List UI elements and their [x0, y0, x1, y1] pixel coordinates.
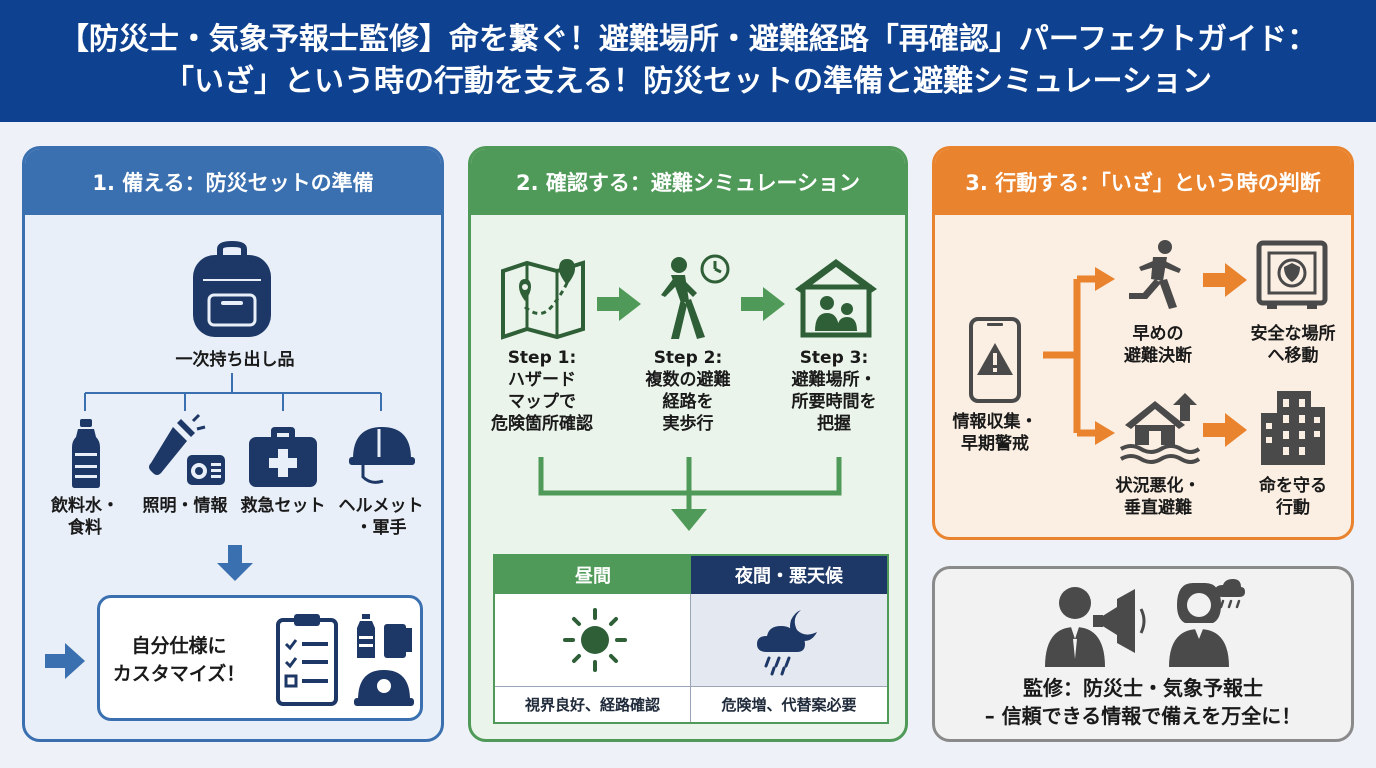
act-branch-connector [1043, 267, 1115, 445]
item-label-firstaid: 救急セット [240, 496, 326, 516]
walking-person-clock-icon [661, 254, 730, 339]
confirm-panel-title: 2. 確認する：避難シミュレーション [471, 149, 905, 215]
prepare-panel-title: 1. 備える：防災セットの準備 [25, 149, 441, 215]
night-note: 危険増、代替案必要 [691, 686, 887, 722]
prepare-panel: 1. 備える：防災セットの準備 一次持ち出し品 [22, 146, 444, 742]
supervision-panel: 監修：防災士・気象予報士 – 信頼できる情報で備えを万全に！ [932, 566, 1354, 742]
item-label-light: 照明・情報 [142, 496, 228, 516]
shelter-icon [795, 259, 877, 338]
item-label-water: 飲料水・ 食料 [51, 496, 119, 538]
act-arrow-top-icon [1203, 263, 1247, 297]
flashlight-radio-icon [149, 413, 225, 485]
small-helmet-icon [354, 670, 414, 706]
man-megaphone-icon [1045, 587, 1146, 667]
night-rain-icon [757, 610, 817, 676]
bottle-phone-icon [357, 614, 412, 658]
flood-house-icon [1119, 393, 1201, 464]
act-panel: 3. 行動する：「いざ」という時の判断 情報収集・ 早期警戒 早めの 避難決断 [932, 146, 1354, 540]
phone-warning-icon [969, 317, 1021, 403]
water-bottle-icon [72, 419, 100, 488]
checklist-clipboard-icon [276, 614, 338, 706]
running-person-icon [1129, 240, 1181, 309]
down-arrow-icon [217, 545, 253, 581]
safe-shield-icon [1256, 240, 1328, 309]
backpack-icon [193, 241, 271, 337]
backpack-label: 一次持ち出し品 [175, 350, 295, 370]
early-decision-label: 早めの 避難決断 [1124, 324, 1192, 366]
supervision-line-1: 監修：防災士・気象予報士 [1023, 676, 1263, 700]
act-arrow-bottom-icon [1203, 413, 1247, 447]
step-arrow-2-icon [741, 287, 785, 321]
item-label-helmet: ヘルメット ・軍手 [338, 496, 424, 538]
helmet-icon [349, 427, 415, 484]
steps-merge-connector [538, 457, 842, 531]
customize-box: 自分仕様に カスタマイズ！ [97, 595, 423, 721]
night-header: 夜間・悪天候 [691, 556, 887, 594]
step-2-label: Step 2: 複数の避難 経路を 実歩行 [645, 348, 731, 434]
info-gathering-label: 情報収集・ 早期警戒 [952, 412, 1038, 454]
vertical-evac-label: 状況悪化・ 垂直避難 [1115, 476, 1201, 518]
move-to-safety-label: 安全な場所 へ移動 [1250, 324, 1336, 366]
sun-icon [563, 608, 627, 672]
tall-building-icon [1261, 391, 1325, 465]
confirm-panel: 2. 確認する：避難シミュレーション St [468, 146, 908, 742]
page-header: 【防災士・気象予報士監修】命を繋ぐ！避難場所・避難経路「再確認」パーフェクトガイ… [0, 0, 1376, 122]
day-header: 昼間 [495, 556, 691, 594]
step-arrow-1-icon [597, 287, 641, 321]
act-panel-title: 3. 行動する：「いざ」という時の判断 [935, 149, 1351, 215]
step-3-label: Step 3: 避難場所・ 所要時間を 把握 [791, 348, 877, 434]
day-night-table: 昼間 夜間・悪天候 [493, 554, 889, 724]
supervision-line-2: – 信頼できる情報で備えを万全に！ [984, 704, 1302, 728]
page-title-line-2: 「いざ」という時の行動を支える！防災セットの準備と避難シミュレーション [164, 64, 1212, 99]
protect-life-label: 命を守る 行動 [1259, 476, 1327, 518]
first-aid-kit-icon [249, 427, 317, 487]
day-note: 視界良好、経路確認 [495, 686, 691, 722]
right-arrow-icon [45, 643, 85, 679]
woman-weather-icon [1169, 579, 1245, 667]
page-title-line-1: 【防災士・気象予報士監修】命を繋ぐ！避難場所・避難経路「再確認」パーフェクトガイ… [58, 22, 1318, 57]
customize-label: 自分仕様に カスタマイズ！ [112, 635, 246, 685]
step-1-label: Step 1: ハザード マップで 危険箇所確認 [491, 348, 593, 434]
hazard-map-icon [501, 259, 585, 340]
items-tree-connector [84, 373, 382, 411]
